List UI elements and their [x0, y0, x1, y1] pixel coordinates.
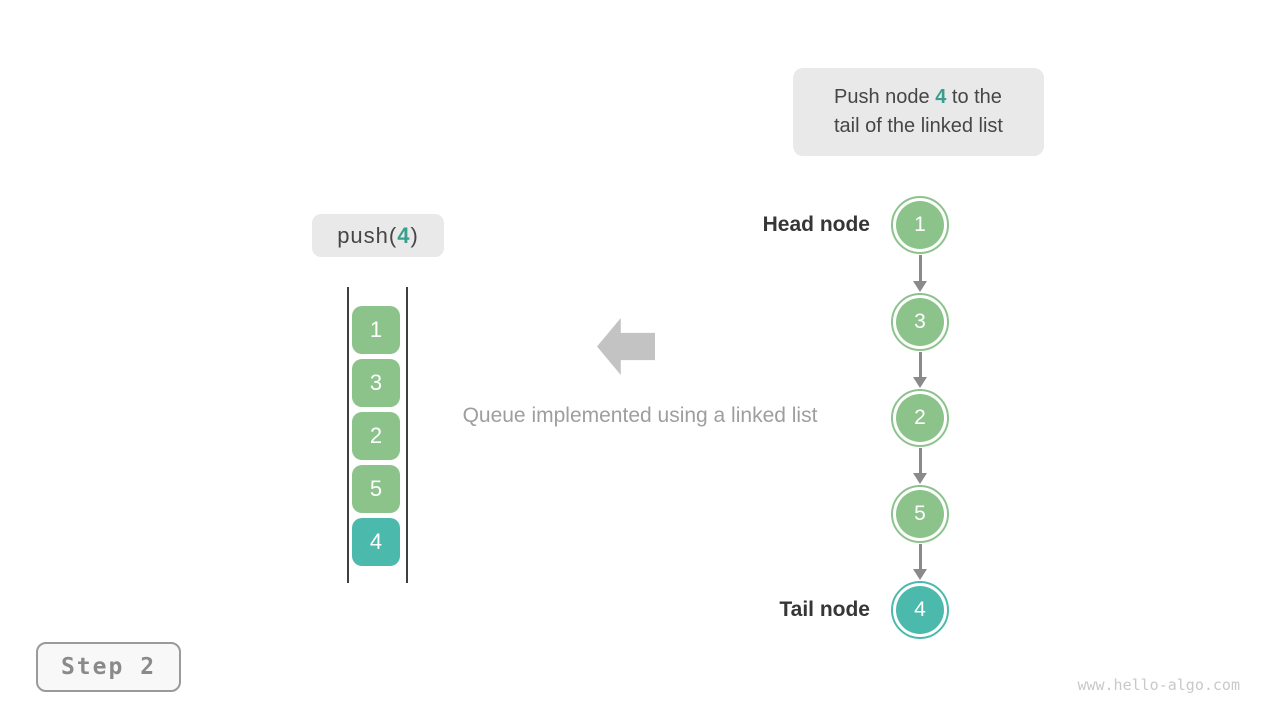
- queue-item: 2: [352, 412, 400, 460]
- watermark: www.hello-algo.com: [1077, 676, 1240, 694]
- down-arrow-icon: [913, 255, 927, 292]
- down-arrow-icon: [913, 448, 927, 484]
- arrow-shaft: [918, 448, 922, 473]
- queue-item: 1: [352, 306, 400, 354]
- arrow-head: [913, 473, 927, 484]
- node-circle: 4: [896, 586, 944, 634]
- diagram-caption: Queue implemented using a linked list: [462, 404, 818, 427]
- queue-item-value: 5: [369, 476, 383, 501]
- linked-list-node: 2: [891, 389, 949, 447]
- queue-item-value: 1: [369, 317, 383, 342]
- arrow-head: [913, 377, 927, 388]
- push-callout-text: Push node 4 to the tail of the linked li…: [834, 83, 1003, 141]
- node-circle: 2: [896, 394, 944, 442]
- queue-rail-right: [406, 287, 408, 583]
- left-block-arrow-icon: [597, 318, 655, 375]
- push-suffix: ): [410, 222, 419, 248]
- queue-stack: 1 3 2 5 4: [352, 306, 400, 566]
- queue-rail-left: [347, 287, 349, 583]
- linked-list-node: 1: [891, 196, 949, 254]
- callout-line1-prefix: Push node: [834, 86, 936, 108]
- down-arrow-icon: [913, 544, 927, 580]
- callout-highlight-value: 4: [935, 86, 947, 108]
- step-badge: Step 2: [36, 642, 181, 692]
- node-value: 4: [914, 598, 926, 621]
- push-operation-label: push(4): [312, 214, 444, 257]
- linked-list-node: 4: [891, 581, 949, 639]
- push-prefix: push(: [337, 222, 398, 248]
- arrow-shaft: [918, 544, 922, 569]
- node-circle: 5: [896, 490, 944, 538]
- queue-item-value: 4: [369, 529, 383, 554]
- arrow-shaft: [918, 255, 922, 281]
- linked-list-node: 5: [891, 485, 949, 543]
- queue-item: 3: [352, 359, 400, 407]
- queue-item-value: 3: [369, 370, 383, 395]
- down-arrow-icon: [913, 352, 927, 388]
- callout-line2: tail of the linked list: [834, 115, 1003, 137]
- arrow-shaft: [918, 352, 922, 377]
- node-circle: 1: [896, 201, 944, 249]
- push-callout: Push node 4 to the tail of the linked li…: [793, 68, 1044, 156]
- node-value: 3: [914, 310, 926, 333]
- head-node-label: Head node: [762, 213, 870, 236]
- callout-line1-suffix: to the: [946, 86, 1002, 108]
- queue-item-value: 2: [369, 423, 383, 448]
- queue-item: 4: [352, 518, 400, 566]
- tail-node-label: Tail node: [779, 598, 870, 621]
- node-value: 5: [914, 502, 926, 525]
- node-value: 2: [914, 406, 926, 429]
- node-circle: 3: [896, 298, 944, 346]
- linked-list-node: 3: [891, 293, 949, 351]
- node-value: 1: [914, 213, 926, 236]
- queue-item: 5: [352, 465, 400, 513]
- arrow-head: [913, 281, 927, 292]
- push-arg: 4: [397, 222, 411, 248]
- arrow-head: [913, 569, 927, 580]
